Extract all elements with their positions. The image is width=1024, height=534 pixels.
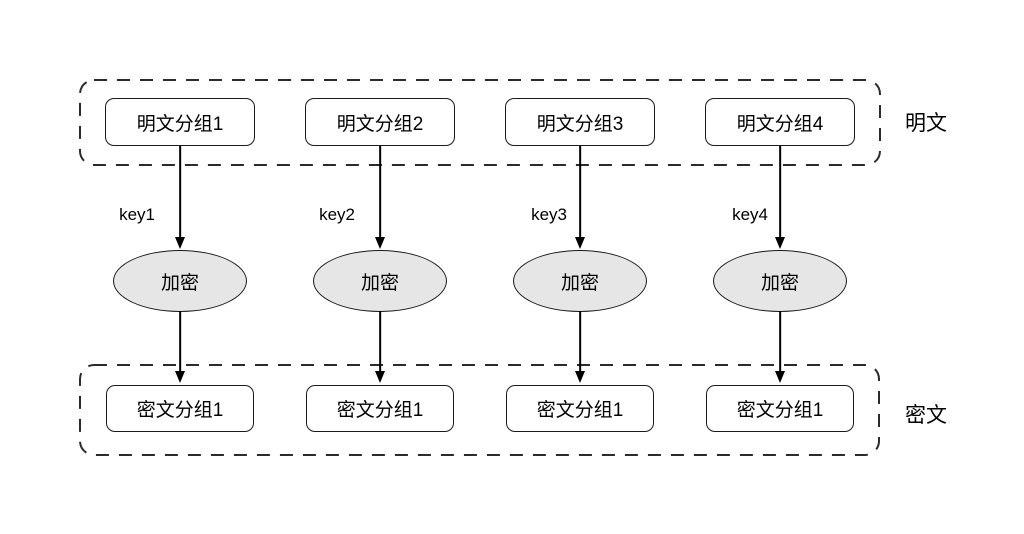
key-label-2: key2 [319,205,355,224]
ciphertext-block-4: 密文分组1 [706,385,854,432]
arrow-head-icon [775,237,785,249]
arrow-head-icon [575,237,585,249]
arrow-encrypt-to-ciphertext-4 [774,311,786,383]
arrow-plaintext-to-encrypt-2 [374,146,386,249]
arrow-head-icon [375,371,385,383]
arrow-head-icon [175,237,185,249]
arrow-shaft [179,311,181,373]
arrow-head-icon [375,237,385,249]
arrow-head-icon [175,371,185,383]
key-label-1: key1 [119,205,155,224]
key-label-3: key3 [531,205,567,224]
arrow-plaintext-to-encrypt-4 [774,146,786,249]
ciphertext-block-1: 密文分组1 [106,385,254,432]
plaintext-block-4: 明文分组4 [705,98,855,146]
encrypt-node-4: 加密 [713,250,847,312]
plaintext-block-3: 明文分组3 [505,98,655,146]
arrow-encrypt-to-ciphertext-1 [174,311,186,383]
arrow-plaintext-to-encrypt-3 [574,146,586,249]
ciphertext-block-2-label: 密文分组1 [336,400,424,421]
arrow-shaft [779,146,781,239]
arrow-plaintext-to-encrypt-1 [174,146,186,249]
arrow-shaft [379,146,381,239]
ciphertext-block-3-label: 密文分组1 [536,400,624,421]
encrypt-node-2-label: 加密 [360,272,399,294]
encrypt-node-2: 加密 [313,250,447,312]
arrow-shaft [379,311,381,373]
ciphertext-group-label: 密文 [905,404,947,427]
arrow-shaft [179,146,181,239]
encrypt-node-1: 加密 [113,250,247,312]
plaintext-block-2-label: 明文分组2 [336,113,424,135]
encrypt-node-4-label: 加密 [760,272,799,294]
plaintext-group-label: 明文 [905,112,947,135]
arrow-head-icon [775,371,785,383]
plaintext-block-3-label: 明文分组3 [536,113,624,135]
ciphertext-block-1-label: 密文分组1 [136,400,224,421]
ciphertext-block-3: 密文分组1 [506,385,654,432]
arrow-encrypt-to-ciphertext-3 [574,311,586,383]
plaintext-block-4-label: 明文分组4 [736,113,824,135]
ciphertext-block-2: 密文分组1 [306,385,454,432]
arrow-shaft [579,146,581,239]
encrypt-node-3-label: 加密 [560,272,599,294]
arrow-encrypt-to-ciphertext-2 [374,311,386,383]
ciphertext-block-4-label: 密文分组1 [736,400,824,421]
plaintext-block-2: 明文分组2 [305,98,455,146]
arrow-head-icon [575,371,585,383]
plaintext-block-1: 明文分组1 [105,98,255,146]
encrypt-node-3: 加密 [513,250,647,312]
arrow-shaft [579,311,581,373]
arrow-shaft [779,311,781,373]
plaintext-block-1-label: 明文分组1 [136,113,224,135]
encrypt-node-1-label: 加密 [160,272,199,294]
key-label-4: key4 [732,205,768,224]
